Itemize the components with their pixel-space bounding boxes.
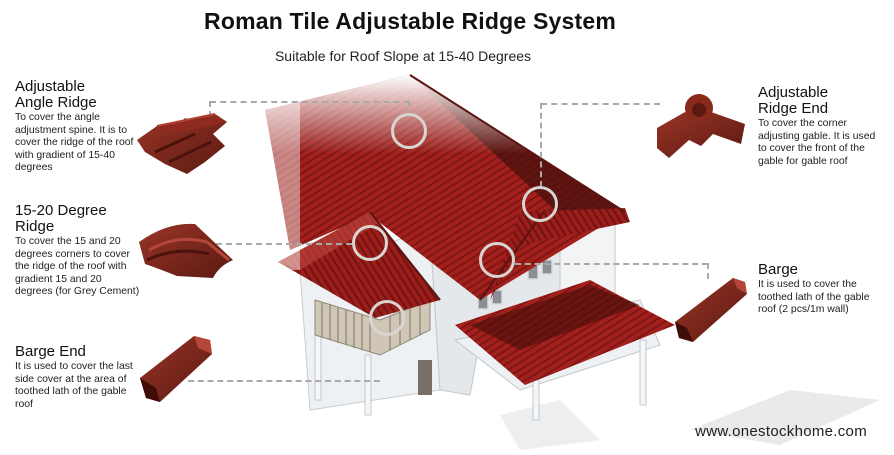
callout-description: It is used to cover the toothed lath of … bbox=[758, 279, 870, 316]
callout-description: To cover the 15 and 20 degrees corners t… bbox=[15, 236, 140, 298]
callout-barge-end: Barge End It is used to cover the last s… bbox=[15, 344, 140, 411]
callout-title: Barge End bbox=[15, 343, 86, 360]
callout-barge: Barge It is used to cover the toothed la… bbox=[758, 262, 883, 317]
callout-title-line1: Adjustable bbox=[15, 78, 86, 95]
callout-title-line2: Ridge bbox=[15, 218, 55, 235]
degree-ridge-tile-icon bbox=[139, 223, 233, 278]
website-watermark: www.onestockhome.com bbox=[695, 423, 867, 440]
leader-line-barge bbox=[515, 263, 708, 265]
callout-description: It is used to cover the last side cover … bbox=[15, 361, 133, 410]
callout-adjustable-angle-ridge: Adjustable Angle Ridge To cover the angl… bbox=[15, 79, 140, 175]
ridge-end-tile-icon bbox=[657, 94, 745, 158]
callout-description: To cover the angle adjustment spine. It … bbox=[15, 112, 134, 174]
barge-end-tile-icon bbox=[140, 336, 212, 402]
callout-title-line2: Ridge End bbox=[758, 100, 829, 117]
barge-tile-icon bbox=[675, 278, 747, 342]
diagram-subtitle: Suitable for Roof Slope at 15-40 Degrees bbox=[274, 48, 532, 64]
barge-end-marker bbox=[369, 300, 405, 336]
leader-line-barge-end bbox=[188, 380, 380, 382]
leader-line-ridge-end bbox=[541, 103, 660, 105]
leader-line-ridge-end-down bbox=[540, 103, 542, 187]
angle-ridge-marker bbox=[391, 113, 427, 149]
diagram-title: Roman Tile Adjustable Ridge System bbox=[204, 8, 616, 34]
leader-line-angle-ridge-drop bbox=[209, 101, 211, 117]
barge-marker bbox=[479, 242, 515, 278]
callout-title-line1: 15-20 Degree bbox=[15, 202, 107, 219]
callout-adjustable-ridge-end: Adjustable Ridge End To cover the corner… bbox=[758, 85, 883, 168]
angle-ridge-tile-icon bbox=[137, 113, 227, 174]
callout-title: Barge bbox=[758, 261, 799, 278]
callout-description: To cover the corner adjusting gable. It … bbox=[758, 118, 876, 167]
callout-title-line2: Angle Ridge bbox=[15, 94, 97, 111]
ridge-end-marker bbox=[522, 186, 558, 222]
callout-title-line1: Adjustable bbox=[758, 84, 829, 101]
leader-line-1520-ridge bbox=[216, 243, 352, 245]
leader-line-angle-ridge bbox=[210, 101, 410, 103]
leader-line-barge-down bbox=[707, 263, 709, 279]
leader-line-angle-ridge-down bbox=[408, 101, 410, 115]
ridge-1520-marker bbox=[352, 225, 388, 261]
callout-15-20-degree-ridge: 15-20 Degree Ridge To cover the 15 and 2… bbox=[15, 203, 140, 299]
